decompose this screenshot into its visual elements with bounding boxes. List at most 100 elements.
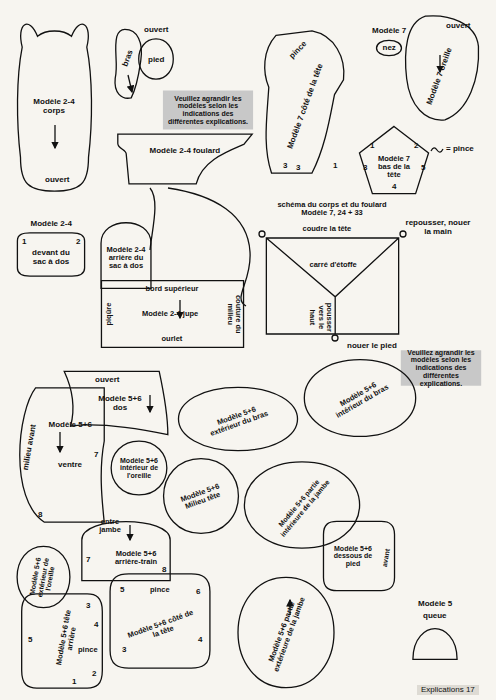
callout-number: 2 [414, 142, 418, 151]
piece-label: carré d'étoffe [310, 261, 357, 269]
piece-label: piqûre [105, 303, 113, 326]
callout-number: 3 [122, 646, 126, 655]
piece-label: Modèle 5 [418, 600, 452, 609]
knot [400, 231, 406, 237]
piece-label: Modèle 5+6 extérieur de l'oreille [27, 547, 59, 606]
callout-number: 4 [198, 636, 202, 645]
piece-label: Modèle 5+6 arrière-train [106, 550, 166, 567]
pattern-piece: Modèle 5queue [412, 628, 458, 660]
callout-number: 1 [72, 678, 76, 687]
piece-label: Modèle 5+6 extérieur du bras [202, 400, 273, 439]
grain-arrow [128, 75, 132, 92]
piece-label: Modèle 5+6 Milieu tête [172, 480, 229, 514]
piece-label: Veuillez agrandir les modèles selon les … [166, 95, 250, 126]
piece-outline [80, 512, 172, 582]
piece-label: ouvert [144, 26, 168, 35]
piece-label: Modèle 2-4 jupe [142, 310, 198, 318]
pattern-piece: Modèle 5+6 partie intérieure de la jambe [242, 460, 362, 550]
pattern-piece: entre jambeModèle 5+6 arrière-train [80, 512, 172, 582]
pattern-piece: Veuillez agrandir les modèles selon les … [400, 350, 482, 386]
piece-outline [412, 628, 458, 660]
callout-number: 5 [421, 164, 425, 173]
piece-label: Modèle 2-4 [31, 220, 72, 229]
piece-label: Modèle 2-4 corps [24, 98, 84, 116]
pattern-piece: Modèle 5+6 intérieur du bras [302, 358, 418, 438]
pattern-piece: Modèle 7nez [376, 40, 402, 56]
pattern-piece: Modèle 2-4 arrière du sac à dos [100, 212, 152, 290]
pattern-piece: ouvertModèle 7 oreille [402, 14, 480, 122]
piece-label: pince [287, 39, 308, 60]
piece-label: Modèle 7 [372, 27, 406, 36]
callout-number: 5 [120, 586, 124, 595]
pattern-piece: bord supérieur piqûre Modèle 2-4 jupe coutu… [100, 280, 245, 348]
pattern-piece: Modèle 5+6 Milieu tête [162, 457, 240, 535]
piece-label: bras [121, 48, 135, 67]
grain-arrow [59, 432, 60, 452]
piece-label: queue [423, 612, 447, 621]
piece-label: Modèle 7 côté de la tête [286, 62, 325, 149]
callout-number: 5 [28, 636, 32, 645]
piece-label: coudre la tête [303, 225, 352, 233]
page-footer: Explications 17 [417, 685, 479, 696]
pattern-piece: Modèle 5+6 extérieur du bras [176, 386, 300, 452]
piece-label: Modèle 5+6 intérieur de l'oreille [115, 457, 163, 480]
pattern-piece: Modèle 5+6 intérieur de l'oreille [110, 440, 168, 496]
piece-label: pied [148, 56, 164, 65]
piece-label: Modèle 2-4 foulard [150, 147, 221, 156]
dart-symbol [430, 146, 444, 154]
callout-number: 1 [22, 238, 26, 247]
pattern-piece: Modèle 5+6 tête arrièrepince [20, 592, 104, 690]
piece-label: entre jambe [95, 518, 125, 535]
callout-number: 6 [196, 588, 200, 597]
piece-label: pousser vers le haut [309, 299, 334, 335]
piece-label: Modèle 5+6 intérieur du bras [328, 374, 393, 421]
pattern-piece: Modèle 2-4devant du sac à dos [16, 232, 86, 277]
pattern-piece: Modèle 5+6 partie extérieure de la jambe [236, 575, 336, 690]
knot [259, 231, 265, 237]
piece-label: Veuillez agrandir les modèles selon les … [404, 349, 478, 387]
callout-number: 7 [94, 451, 98, 460]
grain-arrow [149, 395, 150, 412]
piece-label: couture du milieu [226, 292, 243, 336]
piece-label: schéma du corps et du foulard Modèle 7, … [265, 201, 400, 218]
callout-number: 4 [392, 183, 396, 192]
piece-label: Modèle 7 bas de la tête [372, 155, 416, 180]
pattern-piece: Modèle 2-4 foulard [115, 133, 255, 185]
callout-number: 3 [283, 162, 287, 171]
piece-label: ouvert [45, 176, 69, 185]
grain-arrow [54, 125, 55, 148]
piece-label: pince [78, 646, 98, 654]
callout-number: 3 [296, 164, 300, 173]
piece-label: ouvert [95, 376, 119, 385]
piece-label: Modèle 5+6 dessous de pied [331, 545, 375, 568]
pattern-piece: milieu avantModèle 5+6ventre [18, 385, 106, 525]
grain-arrow [129, 525, 130, 540]
piece-label: avant [381, 548, 392, 567]
pattern-piece: ouvertpied [138, 38, 174, 80]
piece-label: ventre [58, 461, 82, 470]
piece-label: Modèle 5+6 partie extérieure de la jambe [263, 588, 309, 678]
piece-label: Modèle 7 oreille [426, 46, 455, 105]
callout-number: 1 [333, 162, 337, 171]
callout-number: 1 [370, 142, 374, 151]
callout-number: 8 [38, 511, 42, 520]
callout-number: 7 [86, 556, 90, 565]
callout-number: 8 [162, 566, 166, 575]
piece-label: pince [150, 586, 170, 594]
piece-label: milieu avant [22, 423, 39, 470]
callout-number: 3 [86, 602, 90, 611]
piece-label: Modèle 5+6 tête arrière [54, 602, 82, 674]
piece-label: ouvert [446, 22, 470, 31]
piece-label: ourlet [162, 335, 183, 343]
callout-number: repousser, nouer la main [403, 219, 473, 237]
piece-label: bord supérieur [146, 285, 199, 293]
knot [332, 335, 338, 341]
pattern-piece: pinceModèle 7 côté de la tête [258, 28, 348, 176]
callout-number: 2 [92, 670, 96, 679]
piece-label: Modèle 2-4 arrière du sac à dos [103, 246, 149, 271]
pattern-piece: Modèle 5+6 dessous de pied avant [322, 520, 396, 592]
callout-number: 2 [76, 238, 80, 247]
pattern-piece: Modèle 2-4 corps ouvert [12, 15, 97, 193]
callout-number: nouer le pied [347, 342, 397, 351]
pattern-piece: Veuillez agrandir les modèles selon les … [162, 90, 254, 130]
